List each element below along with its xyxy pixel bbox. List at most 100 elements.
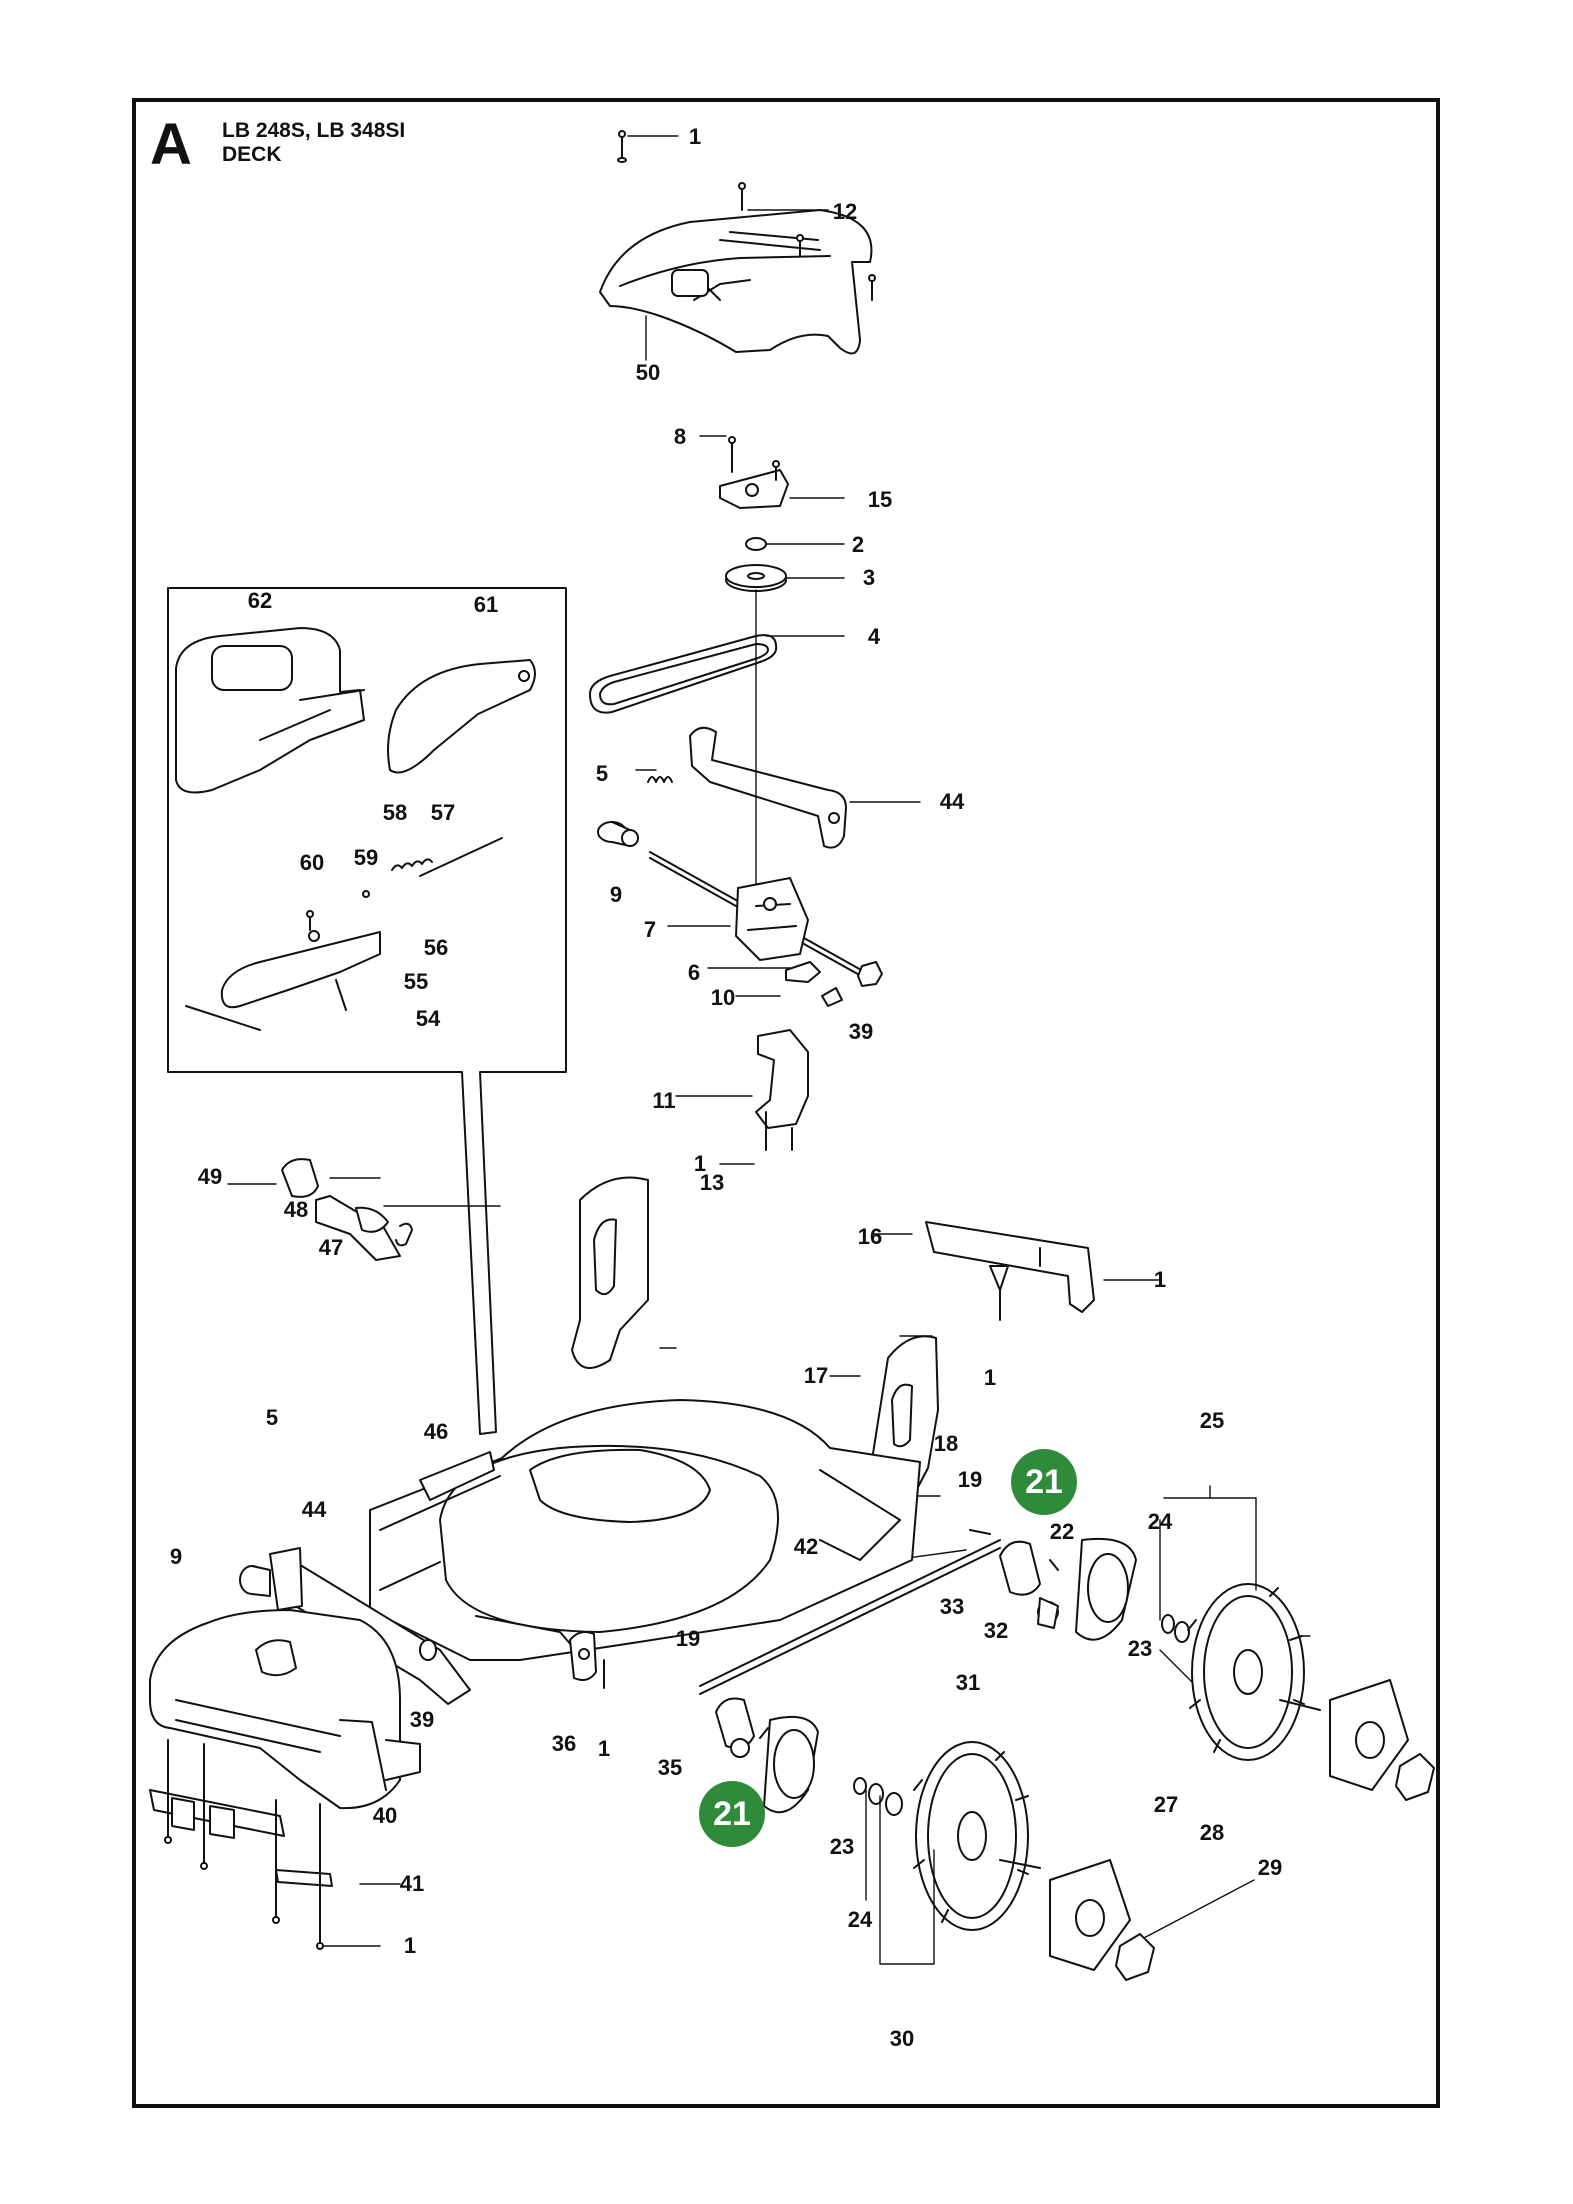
callout-number: 44 — [301, 1497, 327, 1522]
callout-number: 48 — [283, 1197, 309, 1222]
callout-number: 1 — [983, 1365, 997, 1390]
callout-number: 42 — [793, 1534, 819, 1559]
callout-number: 9 — [169, 1544, 183, 1569]
callout-number: 5 — [265, 1405, 279, 1430]
callout-number: 50 — [635, 360, 661, 385]
bracket-part — [719, 436, 789, 509]
deflector-part — [387, 659, 536, 774]
front-hub-cap-part — [1049, 1859, 1131, 1971]
callout-number: 3 — [862, 565, 876, 590]
callout-number: 55 — [403, 969, 429, 994]
callout-number: 23 — [1127, 1636, 1153, 1661]
callout-number: 2 — [851, 532, 865, 557]
nut-part — [745, 537, 767, 551]
nut-right-part — [857, 961, 883, 987]
height-adjust-part — [569, 1631, 605, 1689]
rear-wheel-cap-part — [1075, 1537, 1137, 1641]
front-hub-nut-part — [1115, 1933, 1155, 1981]
callout-number: 28 — [1199, 1820, 1225, 1845]
front-wheel-cap-part — [763, 1716, 819, 1814]
callout-number: 36 — [551, 1731, 577, 1756]
callout-number: 18 — [933, 1431, 959, 1456]
callout-number: 54 — [415, 1006, 441, 1031]
callout-number: 33 — [939, 1594, 965, 1619]
mulch-plug-part — [185, 910, 381, 1031]
callout-number: 47 — [318, 1235, 344, 1260]
bushing-part — [597, 821, 639, 847]
callout-number: 22 — [1049, 1519, 1075, 1544]
spring-part — [647, 776, 673, 783]
cover-screws — [617, 130, 876, 301]
callout-number: 59 — [353, 845, 379, 870]
callout-number: 29 — [1257, 1855, 1283, 1880]
model-title: LB 248S, LB 348SI — [222, 119, 406, 142]
callout-number: 25 — [1199, 1408, 1225, 1433]
assembly-title: DECK — [222, 143, 282, 166]
callout-number: 30 — [889, 2026, 915, 2051]
callout-number: 60 — [299, 850, 325, 875]
drive-shaft-part — [649, 589, 873, 983]
callout-number: 9 — [609, 882, 623, 907]
diagram-frame — [132, 98, 1440, 2108]
rear-flap-part — [175, 627, 365, 794]
section-letter: A — [150, 112, 192, 177]
callout-number: 31 — [955, 1670, 981, 1695]
callout-number: 44 — [939, 789, 965, 814]
inset-detail-box — [167, 587, 567, 1435]
clip-part — [821, 987, 843, 1007]
part-badge: 21 — [1011, 1449, 1077, 1515]
callout-number: 24 — [847, 1907, 873, 1932]
belt-part — [589, 634, 778, 714]
front-bushing-part — [239, 1565, 271, 1597]
callout-number: 40 — [372, 1803, 398, 1828]
callout-number: 27 — [1153, 1792, 1179, 1817]
callout-number: 10 — [710, 985, 736, 1010]
handle-bracket-left-part — [571, 1176, 649, 1369]
side-plate-part — [419, 1451, 495, 1501]
callout-number: 6 — [687, 960, 701, 985]
rear-hub-cap-part — [1329, 1679, 1409, 1791]
callout-number: 49 — [197, 1164, 223, 1189]
callout-number: 19 — [957, 1467, 983, 1492]
callout-number: 8 — [673, 424, 687, 449]
part-badge: 21 — [699, 1781, 765, 1847]
callout-number: 19 — [675, 1626, 701, 1651]
top-cover-part — [599, 209, 873, 355]
wheel-hub-bracket-part — [715, 1697, 769, 1758]
callout-number: 5 — [595, 761, 609, 786]
grip-part — [281, 1158, 319, 1198]
front-washers-part — [853, 1777, 903, 1816]
callout-number: 39 — [848, 1019, 874, 1044]
front-cover-part — [149, 1609, 421, 1810]
front-wheel-part — [913, 1741, 1029, 1931]
rear-axle-bracket-part — [925, 1221, 1095, 1321]
flap-spring-parts — [362, 837, 503, 898]
callout-number: 39 — [409, 1707, 435, 1732]
group-bracket-lines — [865, 1485, 1257, 1965]
callout-number: 62 — [247, 588, 273, 613]
callout-number: 13 — [699, 1170, 725, 1195]
callout-number: 46 — [423, 1419, 449, 1444]
rear-axle-lever-parts — [969, 1529, 1059, 1629]
flap-rail-part — [275, 1869, 333, 1887]
callout-number: 61 — [473, 592, 499, 617]
front-wheel-bolt-part — [999, 1859, 1041, 1869]
callout-number: 1 — [688, 124, 702, 149]
callout-number: 32 — [983, 1618, 1009, 1643]
callout-number: 56 — [423, 935, 449, 960]
front-axle-part — [699, 1539, 1001, 1695]
rear-washers-part — [1161, 1614, 1190, 1643]
pulley-part — [725, 564, 787, 592]
callout-number: 23 — [829, 1834, 855, 1859]
handle-tube-part — [315, 1195, 413, 1261]
rear-hub-nut-part — [1395, 1753, 1435, 1801]
front-handle-bracket-part — [269, 1547, 471, 1705]
callout-number: 17 — [803, 1363, 829, 1388]
rear-wheel-bolt-part — [1279, 1699, 1321, 1711]
callout-number: 58 — [382, 800, 408, 825]
mulch-strip-part — [149, 1789, 285, 1839]
callout-number: 41 — [399, 1871, 425, 1896]
callout-number: 1 — [597, 1736, 611, 1761]
